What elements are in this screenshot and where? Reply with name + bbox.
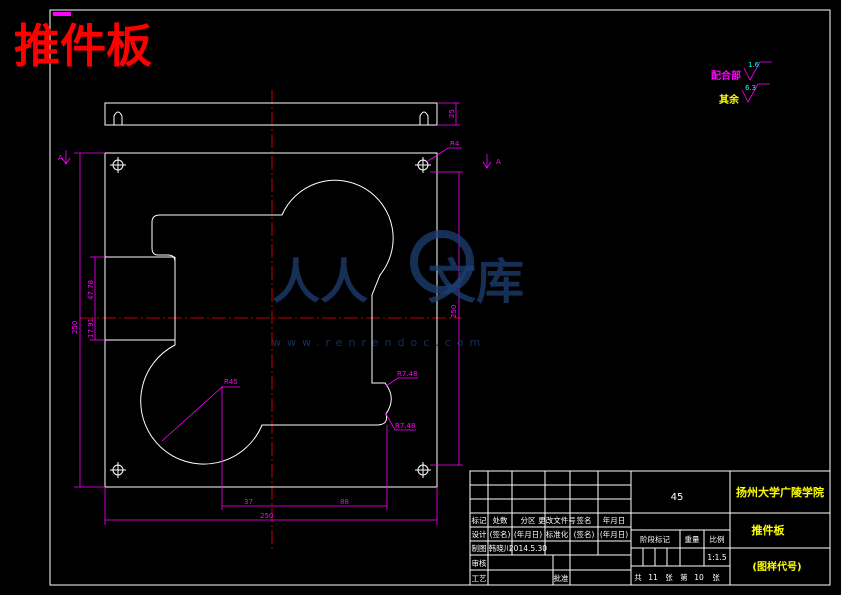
sheets-total-suffix: 张 (665, 573, 673, 582)
roughness-other-label: 其余 (719, 93, 740, 106)
roughness-other-symbol (741, 83, 770, 103)
radius-notch-upper-label: R7.48 (397, 370, 417, 378)
section-marker-right (482, 154, 492, 169)
section-left-label: A (58, 154, 63, 162)
main-view (104, 152, 438, 488)
school-name: 扬州大学广陵学院 (736, 485, 824, 499)
top-view-slot-left (113, 111, 123, 125)
corner-marker (53, 12, 71, 16)
approve-label: 批准 (554, 573, 569, 583)
standard-label: 标准化 (546, 529, 569, 539)
roughness-other-value: 6.3 (745, 84, 756, 92)
r748-lower-leader (385, 413, 416, 431)
scale-label: 比例 (710, 534, 725, 544)
header-date: 年月日 (603, 515, 626, 525)
r4-leader (427, 147, 462, 162)
watermark-logo-left: 人人 (272, 254, 368, 310)
header-zone: 分区 (521, 516, 536, 525)
standard-sign: (签名) (574, 529, 595, 539)
draw-date: 2014.5.30 (509, 544, 547, 553)
left-overall-dim: 250 (71, 321, 79, 334)
radius-large-label: R45 (224, 378, 238, 386)
plate-outline (104, 152, 438, 488)
drawing-frame (49, 9, 831, 586)
left-upper-dim: 47.78 (87, 280, 95, 300)
header-sign: 签名 (577, 515, 592, 525)
dimensions: 250 47.78 17.91 250 250 37 88 R45 R7.48 … (58, 140, 501, 525)
standard-date: (年月日) (600, 529, 628, 539)
design-label: 设计 (472, 529, 487, 539)
weight-label: 重量 (685, 535, 700, 544)
r45-leader (161, 386, 240, 442)
sheet-current-suffix: 张 (712, 573, 720, 582)
review-label: 审核 (472, 558, 487, 568)
top-view-outline (104, 102, 438, 126)
watermark-logo-ring (410, 230, 474, 294)
header-mark: 标记 (472, 515, 487, 525)
watermark-logo-right: 文库 (428, 254, 524, 310)
sheets-total: 11 (648, 573, 658, 582)
sheet-current-prefix: 第 (680, 572, 688, 582)
watermark: 人人 文库 www.renrendoc.com (272, 230, 524, 349)
design-sign: (签名) (490, 529, 511, 539)
hole-bottom-right (415, 462, 431, 478)
roughness-fit-label: 配合部 (711, 69, 741, 82)
bottom-overall-dim: 250 (260, 512, 273, 520)
header-count: 处数 (493, 515, 508, 525)
drawing-title: 推件板 (14, 19, 152, 73)
scale-value: 1:1.5 (707, 553, 726, 562)
watermark-url: www.renrendoc.com (272, 336, 486, 349)
draw-label: 制图 (472, 543, 487, 553)
roughness-notes: 配合部 1.6 其余 6.3 (711, 61, 772, 106)
hole-bottom-left (110, 462, 126, 478)
title-block-outline (469, 470, 831, 586)
bottom-right-dim: 88 (340, 498, 349, 506)
top-view: 25 (104, 102, 460, 126)
drafter-name: 韩晓川 (489, 543, 512, 553)
header-change-doc: 更改文件号 (538, 515, 576, 525)
cavity-outline (140, 179, 394, 465)
radius-corner-label: R4 (450, 140, 460, 148)
material-value: 45 (671, 492, 684, 503)
process-label: 工艺 (472, 574, 487, 583)
design-date: (年月日) (514, 529, 542, 539)
hole-top-left (110, 157, 126, 173)
left-lower-dim: 17.91 (87, 318, 95, 338)
sheet-current: 10 (694, 573, 704, 582)
top-view-slot-right (419, 111, 429, 125)
section-right-label: A (496, 158, 501, 166)
top-thickness-dim: 25 (448, 109, 456, 118)
bottom-left-dim: 37 (244, 498, 253, 506)
stage-mark-label: 阶段标记 (640, 534, 670, 544)
right-overall-dim: 250 (450, 305, 458, 318)
hole-top-right (415, 157, 431, 173)
radius-notch-lower-label: R7.48 (395, 422, 415, 430)
roughness-fit-value: 1.6 (748, 61, 760, 69)
part-name: 推件板 (752, 523, 786, 537)
r748-upper-leader (385, 377, 418, 387)
drawing-code: (图样代号) (752, 560, 801, 573)
section-marker-left (61, 150, 71, 165)
title-block: 45 扬州大学广陵学院 推件板 (图样代号) 标记 处数 分区 更改文件号 签名… (469, 470, 831, 586)
sheets-total-prefix: 共 (634, 573, 642, 582)
roughness-fit-symbol (743, 61, 772, 81)
